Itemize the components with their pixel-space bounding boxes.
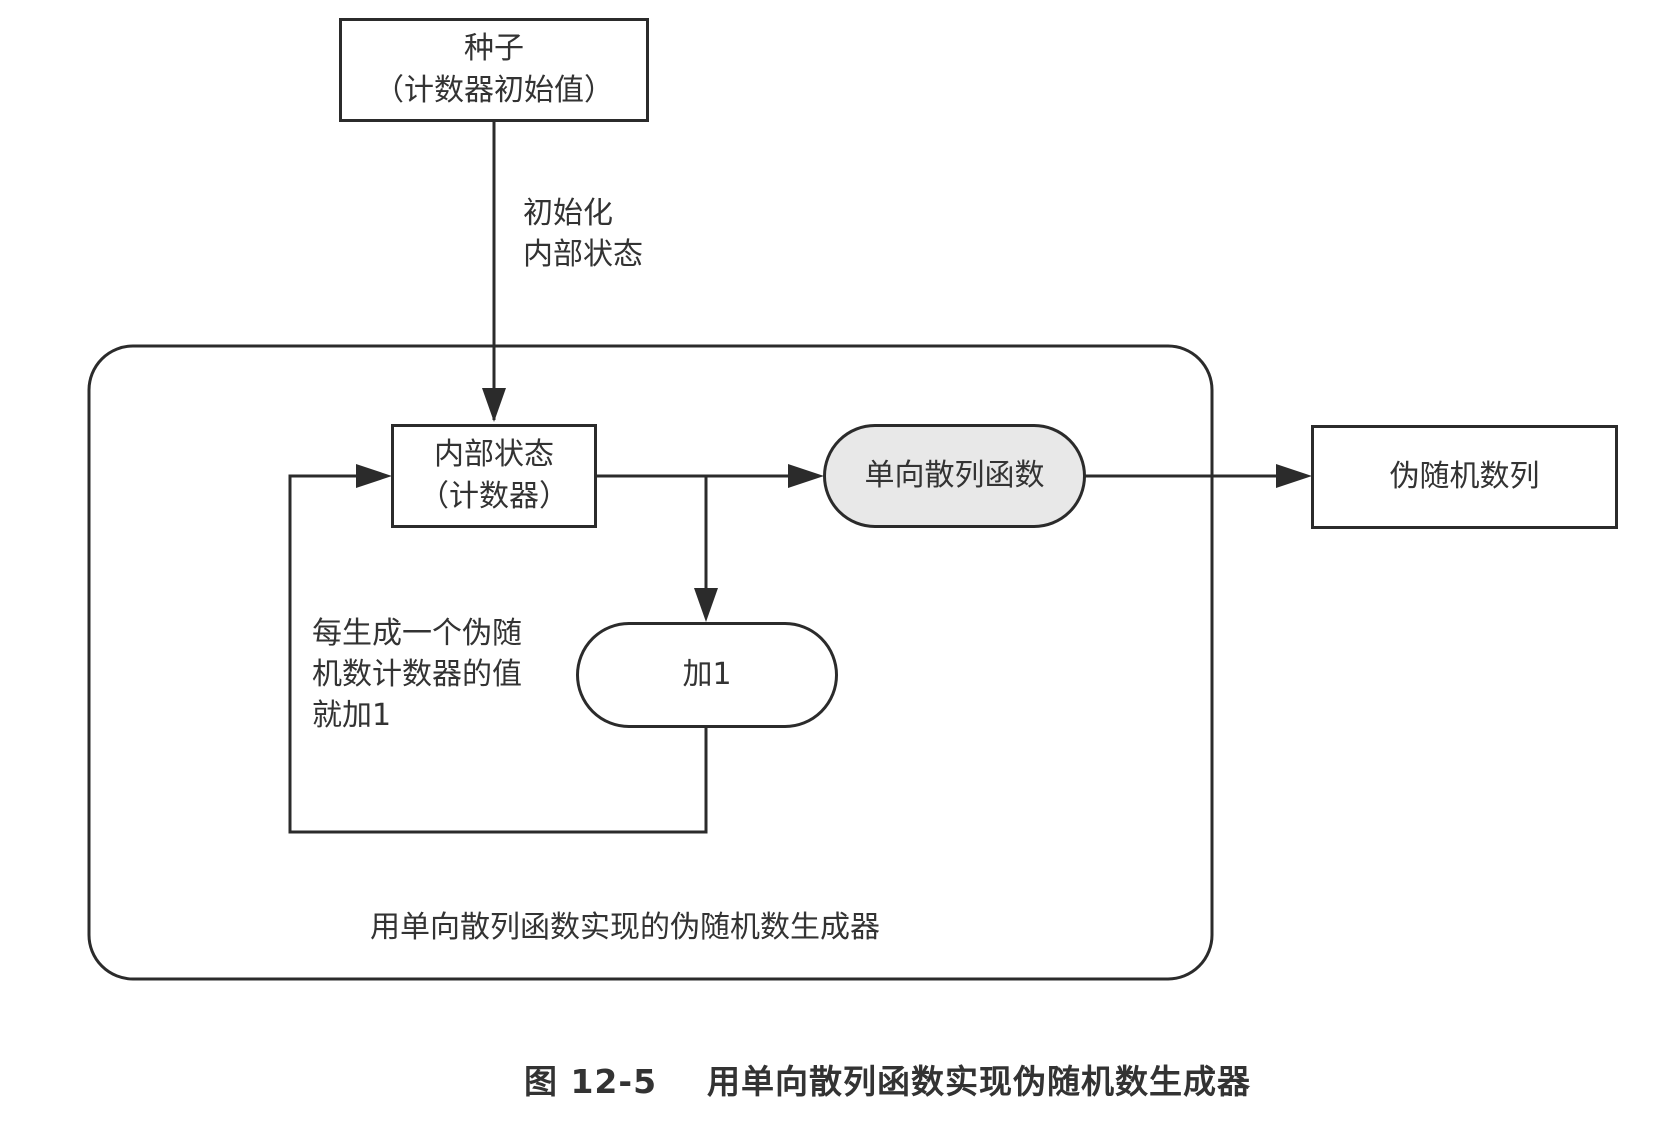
- hash-function-node: 单向散列函数: [823, 424, 1086, 528]
- output-box: 伪随机数列: [1311, 425, 1618, 529]
- figure-caption: 图 12-5 用单向散列函数实现伪随机数生成器: [474, 1016, 1251, 1142]
- generator-container: [87, 344, 1214, 981]
- figure-number: 图 12-5: [523, 1062, 658, 1101]
- arrowhead-seed-to-state: [482, 388, 506, 422]
- init-label: 初始化 内部状态: [523, 193, 643, 275]
- arrowhead-hash-to-output: [1276, 464, 1312, 488]
- increment-label: 加1: [682, 657, 732, 692]
- arrowhead-feedback-loop: [356, 464, 392, 488]
- state-title: 内部状态: [434, 437, 554, 472]
- init-label-line1: 初始化: [523, 196, 613, 231]
- arrow-feedback-loop: [288, 474, 708, 834]
- init-label-line2: 内部状态: [523, 237, 643, 272]
- loop-note-line2: 机数计数器的值: [312, 657, 522, 692]
- hash-function-label: 单向散列函数: [864, 458, 1045, 493]
- container-label: 用单向散列函数实现的伪随机数生成器: [370, 910, 880, 945]
- output-label: 伪随机数列: [1389, 459, 1540, 494]
- state-subtitle: （计数器）: [419, 479, 569, 514]
- arrowhead-state-to-hash: [788, 464, 824, 488]
- increment-node: 加1: [576, 622, 838, 728]
- seed-title: 种子: [464, 31, 524, 66]
- seed-subtitle: （计数器初始值）: [374, 73, 614, 108]
- arrowhead-branch-to-increment: [694, 588, 718, 622]
- seed-box: 种子 （计数器初始值）: [339, 18, 649, 122]
- loop-note-line1: 每生成一个伪随: [312, 616, 522, 651]
- internal-state-box: 内部状态 （计数器）: [391, 424, 597, 528]
- loop-note: 每生成一个伪随 机数计数器的值 就加1: [312, 613, 522, 736]
- loop-note-line3: 就加1: [312, 698, 392, 733]
- figure-title: 用单向散列函数实现伪随机数生成器: [707, 1062, 1252, 1101]
